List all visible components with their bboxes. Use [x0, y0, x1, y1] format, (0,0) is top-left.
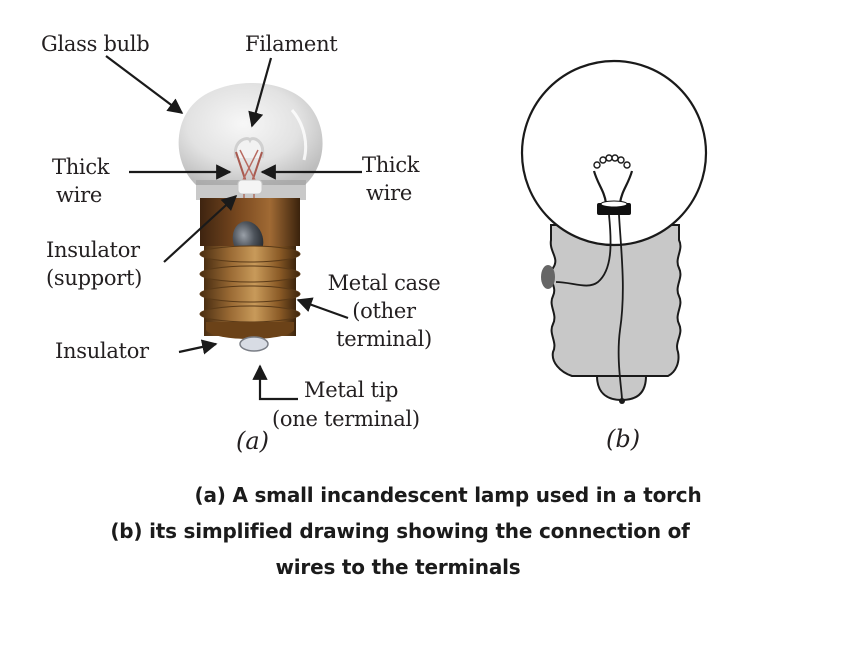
sublabel-a: (a)	[236, 427, 270, 455]
caption-line-1: (a) A small incandescent lamp used in a …	[194, 483, 702, 507]
drawing-metal-case	[541, 224, 682, 404]
arrow-insulator	[178, 339, 218, 355]
arrow-metal-tip	[252, 364, 298, 401]
arrow-glass-bulb	[105, 55, 184, 114]
arrow-metal-case	[296, 297, 349, 320]
label-insulator-support: Insulator (support)	[46, 238, 142, 290]
drawing-glass-bulb	[520, 59, 708, 247]
label-thick-wire-left: Thick wire	[52, 155, 110, 207]
filament	[233, 137, 265, 210]
label-insulator: Insulator	[55, 339, 149, 363]
sublabel-b: (b)	[606, 425, 641, 453]
label-filament: Filament	[245, 32, 338, 56]
caption-line-3: wires to the terminals	[275, 555, 521, 579]
label-metal-tip-sub: (one terminal)	[272, 407, 420, 431]
label-metal-case: Metal case (other terminal)	[327, 271, 441, 351]
label-metal-tip: Metal tip	[304, 378, 399, 402]
drawing-solder	[541, 265, 555, 289]
insulator-support	[237, 179, 263, 195]
arrow-filament	[248, 57, 273, 128]
drawing-wires	[555, 214, 624, 401]
arrow-insulator-support	[163, 194, 238, 263]
label-thick-wire-right: Thick wire	[362, 153, 420, 205]
metal-tip	[239, 336, 269, 352]
metal-case	[199, 245, 301, 339]
drawing-filament	[592, 154, 634, 204]
caption-line-2: (b) its simplified drawing showing the c…	[110, 519, 690, 543]
label-glass-bulb: Glass bulb	[41, 32, 150, 56]
